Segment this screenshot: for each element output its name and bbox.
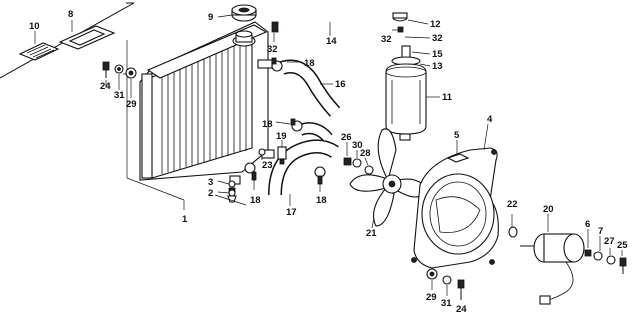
overflow-hose [278,11,396,30]
hose-clamp-lower-a [290,118,303,132]
fan-shroud [411,147,499,269]
callout-29-left: 29 [126,99,137,110]
callout-1: 1 [182,214,188,225]
callout-19: 19 [276,131,287,142]
hose-clamp-lower-c [244,162,257,181]
callout-31-bottom: 31 [441,298,452,309]
callout-10: 10 [29,21,40,32]
upper-hose [279,59,341,117]
callout-26: 26 [341,132,352,143]
reservoir-cap [392,12,408,22]
radiator [139,21,275,203]
callout-24-left: 24 [100,81,111,92]
callout-18-left: 18 [250,195,261,206]
callout-5: 5 [454,130,460,141]
label-plate-8 [58,25,116,50]
nut-6 [584,249,592,257]
washer-31 [114,64,124,74]
callout-23: 23 [262,160,273,171]
washer-27 [606,255,616,265]
hose-clamp-lower-b [314,166,326,185]
washer-31-lower [442,275,452,285]
callout-13: 13 [432,61,443,72]
callout-30: 30 [352,140,363,151]
callout-labels: 1 2 3 4 5 6 7 8 9 10 11 12 13 14 15 16 1… [29,9,628,315]
callout-17: 17 [286,207,297,218]
callout-6: 6 [585,219,590,230]
bolt-25 [619,257,627,274]
callout-21: 21 [366,228,377,239]
callout-22: 22 [507,199,518,210]
callout-15: 15 [432,49,443,60]
callout-16: 16 [335,79,346,90]
label-plate-10 [18,42,60,61]
callout-3: 3 [208,177,213,188]
callout-32-right: 32 [432,33,443,44]
callout-7: 7 [598,226,603,237]
cooling-fan [349,128,427,227]
callout-2: 2 [208,188,213,199]
callout-14: 14 [326,36,337,47]
nut-26 [343,157,352,166]
washer-30 [352,158,362,168]
callout-11: 11 [442,92,453,103]
callout-32-left: 32 [267,44,278,55]
callout-25: 25 [617,240,628,251]
washer-7 [593,251,603,261]
clip-32-small [397,26,404,33]
lower-hose [268,122,339,196]
callout-18-middle: 18 [262,119,273,130]
washer-28 [364,165,374,175]
callout-18-right: 18 [316,195,327,206]
callout-12: 12 [430,19,441,30]
callout-8: 8 [68,9,73,20]
callout-18-upper: 18 [304,58,315,69]
cushion-29-lower [426,268,438,280]
hose-clamp-upper [271,57,283,72]
cushion-29 [125,67,137,79]
callout-28: 28 [360,148,371,159]
radiator-cap [231,4,257,22]
callout-32-middle: 32 [381,34,392,45]
reservoir-neck [391,45,421,66]
fan-motor [520,233,585,305]
callout-29-bottom: 29 [426,292,437,303]
callout-4: 4 [487,114,493,125]
reservoir-tank [385,63,427,141]
callout-24-bottom: 24 [456,304,467,315]
washer-22 [508,226,518,238]
callout-20: 20 [543,204,554,215]
callout-27: 27 [604,236,615,247]
caution-label-5 [446,153,470,163]
mount-bolt-24 [102,61,110,78]
clip-32 [271,21,279,33]
callout-31-left: 31 [114,90,125,101]
washer-23 [258,148,266,156]
bolt-24-lower [457,279,465,300]
callout-9: 9 [208,12,213,23]
